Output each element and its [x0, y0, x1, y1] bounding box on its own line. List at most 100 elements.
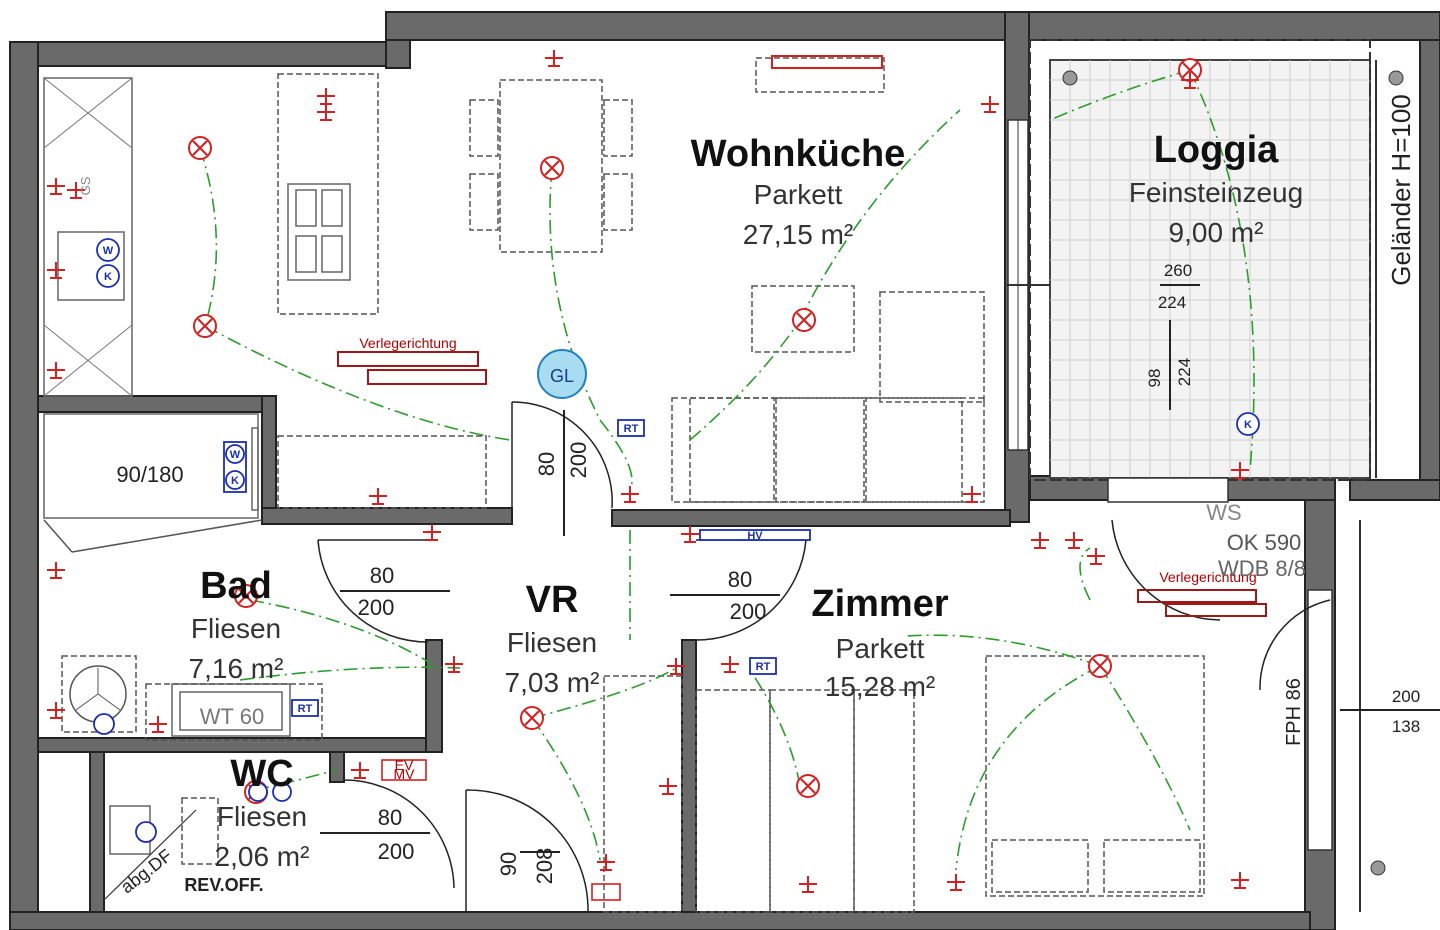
outlet-icon [947, 874, 965, 891]
room-floor-vr: Fliesen [507, 627, 597, 658]
room-floor-zimmer: Parkett [836, 633, 925, 664]
room-area-wohnkueche: 27,15 m² [743, 219, 854, 250]
outlet-icon [445, 656, 463, 673]
door-entry-height: 208 [532, 848, 557, 885]
room-floor-loggia: Feinsteinzeug [1129, 177, 1303, 208]
door-wc-height: 200 [378, 839, 415, 864]
door-wk-width: 80 [534, 452, 559, 476]
outlet-icon [351, 762, 369, 779]
loggia-dim-224: 224 [1158, 293, 1186, 312]
rev-off-label: REV.OFF. [184, 875, 263, 895]
verlegerichtung-zimmer: Verlegerichtung [1159, 569, 1256, 585]
door-entry-width: 90 [496, 852, 521, 876]
gelaender-label: Geländer H=100 [1386, 94, 1416, 286]
outlet-icon [149, 716, 167, 733]
hv-tag: HV [747, 530, 763, 542]
outlet-icon [721, 656, 739, 673]
room-name-bad: Bad [200, 565, 272, 607]
ceiling-lamp-icon [540, 156, 564, 180]
ceiling-lamp-icon [234, 584, 258, 608]
door-zimmer-width: 80 [728, 567, 752, 592]
loggia-dim-98: 98 [1145, 369, 1164, 388]
outlet-icon [47, 702, 65, 719]
ceiling-lamp-icon [796, 774, 820, 798]
bathtub-size-label: 90/180 [116, 462, 183, 487]
outlet-icon [47, 562, 65, 579]
outlet-icon [799, 876, 817, 893]
outlet-icon [47, 362, 65, 379]
room-area-loggia: 9,00 m² [1169, 217, 1264, 248]
outlet-icon [1231, 462, 1249, 479]
loggia-dim-260: 260 [1164, 261, 1192, 280]
outlet-icon [545, 50, 563, 67]
w-tag-kitchen: W [103, 245, 114, 257]
ws-label: WS [1206, 500, 1241, 525]
window-dim-138: 138 [1392, 717, 1420, 736]
k-tag-kitchen: K [104, 271, 112, 283]
ceiling-lamp-icon [193, 314, 217, 338]
ok-label: OK 590 [1227, 530, 1302, 555]
outlet-icon [1065, 532, 1083, 549]
outlet-icon [47, 178, 65, 195]
ev-label: EV [395, 757, 414, 773]
ceiling-lamp-icon [1178, 58, 1202, 82]
room-area-zimmer: 15,28 m² [825, 671, 936, 702]
room-name-wc: WC [230, 753, 293, 795]
verlegerichtung-wk: Verlegerichtung [359, 335, 456, 351]
room-floor-wc: Fliesen [217, 801, 307, 832]
outlet-icon [369, 488, 387, 505]
outlet-icon [1231, 872, 1249, 889]
outlet-icon [47, 262, 65, 279]
wdb-label: WDB 8/8 [1218, 556, 1306, 581]
blue-symbols: GL RT RT RT HV W K W K K [93, 238, 1260, 843]
room-name-wohnkueche: Wohnküche [691, 133, 906, 175]
window-dim-200: 200 [1392, 687, 1420, 706]
room-area-wc: 2,06 m² [215, 841, 310, 872]
room-name-vr: VR [526, 579, 579, 621]
wt-label: WT 60 [200, 704, 264, 729]
outlet-icon [1087, 548, 1105, 565]
outlet-icon [981, 96, 999, 113]
outlet-icon [317, 104, 335, 121]
loggia-dim-224b: 224 [1175, 358, 1194, 386]
gs-label: GS [78, 176, 93, 195]
gl-symbol-icon [537, 349, 587, 399]
room-floor-bad: Fliesen [191, 613, 281, 644]
outlet-icon [659, 778, 677, 795]
k-tag-bath: K [231, 475, 239, 487]
outlet-icon [963, 486, 981, 503]
outlet-icon [1181, 72, 1199, 89]
outlets [47, 50, 1267, 901]
ceiling-lamps [188, 58, 1202, 804]
door-bad-width: 80 [370, 563, 394, 588]
outlet-icon [667, 658, 685, 675]
w-tag-bath: W [230, 449, 241, 461]
ceiling-lamp-icon [188, 136, 212, 160]
room-name-zimmer: Zimmer [811, 583, 948, 625]
outlet-icon [317, 88, 335, 105]
loggia-tiles [1029, 39, 1404, 912]
room-area-bad: 7,16 m² [189, 653, 284, 684]
rt-tag-2: RT [756, 661, 771, 673]
ceiling-lamp-icon [520, 706, 544, 730]
gl-label: GL [550, 366, 574, 386]
dimension-labels: 80 200 80 200 80 200 80 200 90 208 260 2… [358, 261, 1421, 884]
mv-label: MV [394, 766, 416, 782]
bathroom-furniture [43, 413, 323, 901]
outlet-icon [681, 526, 699, 543]
room-area-vr: 7,03 m² [505, 667, 600, 698]
rt-tag-3: RT [298, 703, 313, 715]
window-frames [1005, 119, 1333, 851]
door-wk-height: 200 [566, 442, 591, 479]
outlet-icon [1031, 532, 1049, 549]
outlet-icon [423, 524, 441, 541]
k-tag-loggia: K [1244, 419, 1252, 431]
room-floor-wohnkueche: Parkett [754, 179, 843, 210]
door-wc-width: 80 [378, 805, 402, 830]
ceiling-lamp-icon [1088, 654, 1112, 678]
rt-tag-1: RT [624, 423, 639, 435]
ceiling-lamp-icon [792, 308, 816, 332]
fph-label: FPH 86 [1283, 678, 1305, 746]
kitchen-furniture [43, 57, 985, 509]
